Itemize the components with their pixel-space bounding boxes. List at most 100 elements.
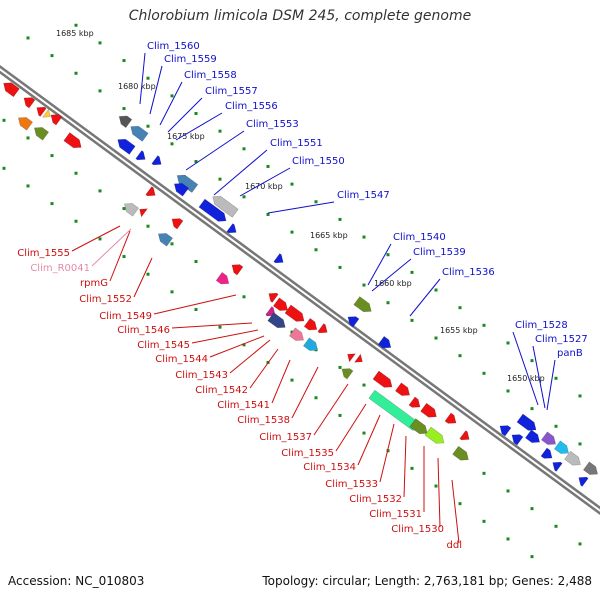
label-leader-line (109, 230, 131, 282)
gene-feature (123, 203, 140, 217)
gene-feature (553, 440, 570, 454)
gene-feature (41, 108, 51, 118)
tick-dot (98, 89, 102, 93)
label-leader-line (403, 435, 407, 498)
label-leader-line (409, 278, 441, 317)
tick-dot (530, 507, 534, 511)
label-leader-line (209, 335, 265, 358)
tick-dot (74, 219, 78, 223)
gene-label: Clim_1556 (225, 101, 278, 112)
label-leader-line (546, 359, 556, 411)
gene-feature (63, 132, 82, 149)
gene-feature (394, 382, 411, 396)
gene-label: Clim_R0041 (30, 263, 90, 274)
label-leader-line (335, 403, 367, 452)
label-leader-line (239, 167, 291, 197)
gene-label: Clim_1547 (337, 190, 390, 201)
tick-dot (146, 224, 150, 228)
gene-label: Clim_1538 (237, 415, 290, 426)
gene-feature (288, 327, 305, 341)
gene-feature (139, 208, 149, 218)
tick-dot (314, 200, 318, 204)
tick-dot (458, 306, 462, 310)
tick-dot (434, 484, 438, 488)
label-leader-line (191, 329, 259, 344)
label-leader-line (91, 228, 132, 267)
tick-dot (482, 371, 486, 375)
tick-dot (314, 396, 318, 400)
tick-dot (242, 343, 246, 347)
tick-dot (506, 389, 510, 393)
label-leaders (71, 52, 556, 544)
gene-labels: Clim_1560Clim_1559Clim_1558Clim_1557Clim… (17, 41, 587, 551)
gene-feature (145, 186, 156, 197)
label-leader-line (313, 383, 349, 436)
tick-dot (506, 341, 510, 345)
tick-dot (98, 237, 102, 241)
tick-dot (578, 542, 582, 546)
tick-dot (26, 36, 30, 40)
label-leader-line (133, 257, 153, 298)
gene-feature (302, 337, 319, 351)
tick-dot (386, 301, 390, 305)
tick-dot (506, 537, 510, 541)
tick-dot (242, 195, 246, 199)
tick-dot (410, 318, 414, 322)
gene-feature (424, 426, 445, 444)
tick-dot (578, 394, 582, 398)
gene-label: Clim_1546 (117, 325, 170, 336)
label-leader-line (371, 258, 412, 292)
gene-label: Clim_1549 (99, 311, 152, 322)
tick-dot (218, 177, 222, 181)
tick-dot (146, 272, 150, 276)
scale-tick-label: 1675 kbp (167, 132, 205, 141)
tick-dot (362, 431, 366, 435)
gene-feature (130, 125, 149, 142)
gene-label: Clim_1537 (259, 432, 312, 443)
tick-dot (122, 255, 126, 259)
label-leader-line (379, 423, 395, 483)
tick-dot (290, 330, 294, 334)
gene-feature (409, 418, 428, 435)
gene-feature (372, 370, 393, 388)
tick-dot (338, 365, 342, 369)
tick-dot (122, 207, 126, 211)
gene-feature (564, 450, 581, 466)
tick-dot (530, 407, 534, 411)
gene-feature (317, 323, 328, 334)
scale-tick-label: 1670 kbp (245, 182, 283, 191)
tick-dot (170, 94, 174, 98)
gene-feature (50, 114, 63, 126)
label-leader-line (437, 457, 441, 528)
gene-label: Clim_1541 (217, 400, 270, 411)
label-leader-line (159, 81, 183, 126)
gene-feature (524, 429, 541, 443)
tick-dot (482, 323, 486, 327)
tick-dot (386, 253, 390, 257)
tick-dot (410, 466, 414, 470)
gene-label: Clim_1539 (413, 247, 466, 258)
tick-dot (122, 59, 126, 63)
tick-dot (2, 118, 6, 122)
gene-feature (273, 253, 284, 264)
scale-tick-label: 1685 kbp (56, 29, 94, 38)
gene-label: ddl (447, 540, 462, 551)
tick-dot (554, 376, 558, 380)
tick-dot (314, 248, 318, 252)
gene-feature (157, 233, 174, 247)
label-leader-line (532, 345, 546, 409)
gene-label: Clim_1535 (281, 448, 334, 459)
gene-label: panB (557, 348, 583, 359)
tick-dot (50, 202, 54, 206)
gene-feature (341, 368, 354, 380)
tick-dot (242, 295, 246, 299)
tick-dot (362, 283, 366, 287)
label-leader-line (185, 130, 245, 171)
tick-dot (170, 290, 174, 294)
gene-feature (173, 183, 190, 197)
tick-dot (146, 76, 150, 80)
tick-dot (554, 424, 558, 428)
tick-dot (74, 171, 78, 175)
gene-label: Clim_1545 (137, 340, 190, 351)
